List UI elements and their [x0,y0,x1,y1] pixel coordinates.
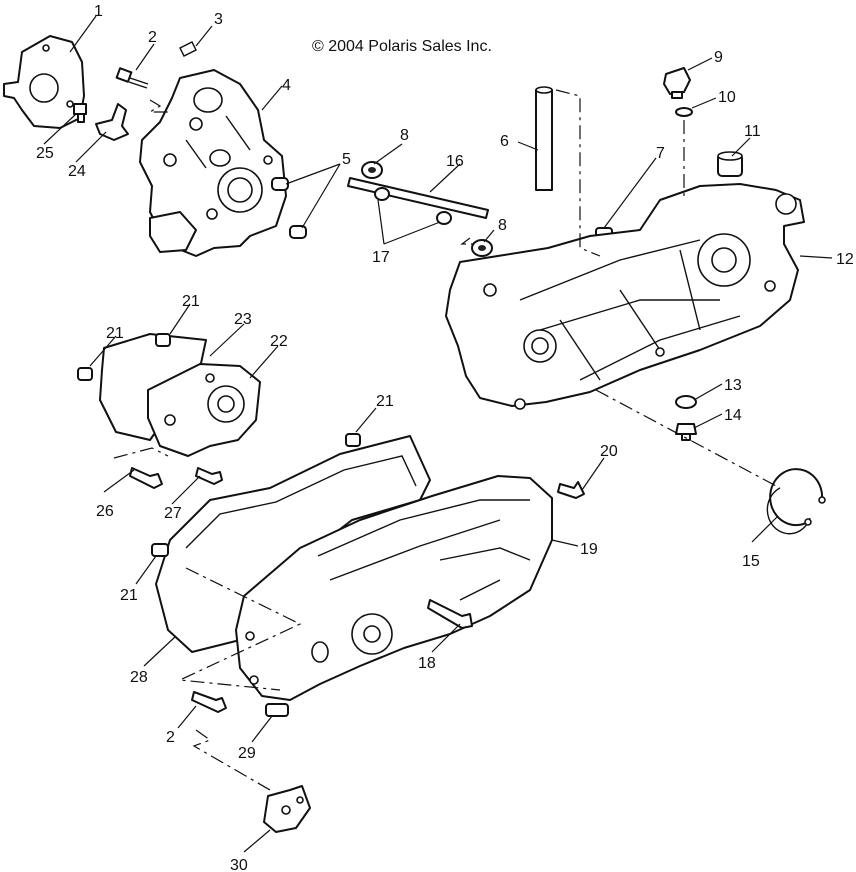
part-21-dowel-d [151,543,169,557]
callout-16: 16 [446,153,464,170]
callout-8-top: 8 [400,127,409,144]
part-21-dowel-c [345,433,361,447]
part-21-dowel-a [155,333,171,347]
part-30-guard-plate [263,785,311,833]
callout-21-c: 21 [376,393,394,410]
leader-lines [43,15,833,853]
callout-17: 17 [372,249,390,266]
part-6-shaft [535,86,553,191]
callout-21-d: 21 [120,587,138,604]
part-9-dipstick-plug [663,67,691,99]
callout-5: 5 [342,151,351,168]
part-8-seal-top [361,161,383,179]
callout-labels: 1 2 3 4 5 6 7 8 9 10 11 12 13 14 15 16 1… [36,3,854,872]
part-10-oring [675,107,693,117]
callout-30: 30 [230,857,248,872]
part-8-seal-lower [471,239,493,257]
callout-2-top: 2 [148,29,157,46]
callout-11: 11 [744,123,761,140]
alignment-lines [113,89,781,791]
callout-10: 10 [718,89,736,106]
part-2-bolt-lower [191,691,227,713]
callout-6: 6 [500,133,509,150]
callout-21-b: 21 [106,325,124,342]
part-4-transmission-housing [139,69,287,257]
callout-13: 13 [724,377,742,394]
callout-20: 20 [600,443,618,460]
callout-22: 22 [270,333,288,350]
part-21-dowel-b [77,367,93,381]
part-15-snap-ring [766,468,826,535]
part-3-key [179,41,197,57]
part-5-dowels [271,177,307,239]
callout-24: 24 [68,163,86,180]
part-13-washer [675,395,697,409]
part-1-gasket-plate [3,35,85,129]
part-24-bracket [95,103,129,141]
callout-15: 15 [742,553,760,570]
callout-25: 25 [36,145,54,162]
callout-9: 9 [714,49,723,66]
callout-28: 28 [130,669,148,686]
callout-29: 29 [238,745,256,762]
callout-18: 18 [418,655,436,672]
part-11-bushing [717,151,743,177]
part-22-pump-housing [147,363,261,457]
callout-7: 7 [656,145,665,162]
callout-2-lower: 2 [166,729,175,746]
callout-4: 4 [282,77,291,94]
part-29-dowel [265,703,289,717]
part-28-cover-gasket [155,435,431,653]
part-26-bolt [129,467,163,489]
callout-19: 19 [580,541,598,558]
callout-23: 23 [234,311,252,328]
callout-27: 27 [164,505,182,522]
part-17-washers [374,187,452,225]
part-12-crankcase [445,183,805,410]
part-25-plug [73,103,87,123]
callout-1: 1 [94,3,103,20]
part-20-bolt [557,481,585,499]
callout-3: 3 [214,11,223,28]
part-2-bolt-top [115,67,149,89]
part-14-drain-plug [675,423,697,441]
part-16-long-shaft [347,177,489,219]
callout-26: 26 [96,503,114,520]
callout-14: 14 [724,407,742,424]
callout-8-lower: 8 [498,217,507,234]
part-19-clutch-cover [235,475,553,701]
part-18-long-bolt [427,599,473,629]
callout-12: 12 [836,251,854,268]
callout-21-a: 21 [182,293,200,310]
copyright-text: © 2004 Polaris Sales Inc. [312,38,492,55]
part-27-bolt [195,467,223,485]
